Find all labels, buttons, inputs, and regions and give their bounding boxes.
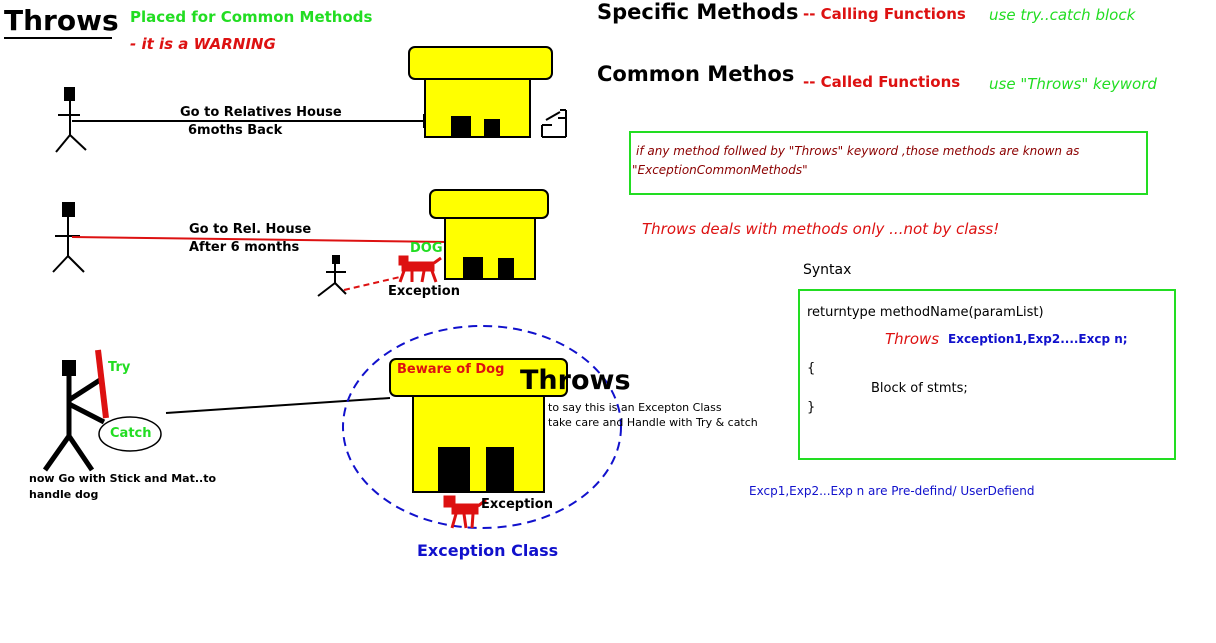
scene-3-note-line1: now Go with Stick and Mat..to (29, 472, 217, 485)
scene-3-note-line2: handle dog (29, 488, 99, 501)
house-1-door-right (484, 119, 500, 137)
common-methods-heading: Common Methos (597, 62, 795, 86)
use-try-catch-note: use try..catch block (989, 6, 1136, 24)
stick-figure-small-scene-2 (317, 255, 347, 297)
definition-box (629, 131, 1148, 195)
syntax-signature: returntype methodName(paramList) (807, 305, 1044, 320)
house-3-door-left (438, 447, 470, 492)
house-2 (429, 189, 549, 280)
connector-line-scene-3 (165, 397, 391, 414)
stick-figure-person-2 (52, 202, 85, 273)
syntax-throws-keyword: Throws (885, 330, 940, 348)
house-3-door-right (486, 447, 514, 492)
scene-1-label-line2: 6moths Back (188, 123, 283, 138)
calling-functions-label: -- Calling Functions (803, 5, 966, 23)
catch-mat (98, 416, 162, 452)
syntax-body: Block of stmts; (871, 381, 968, 396)
scene-3-exception-label: Exception (481, 497, 553, 512)
stick-weapon (95, 349, 109, 419)
definition-line1: if any method follwed by "Throws" keywor… (636, 144, 1080, 158)
called-functions-label: -- Called Functions (803, 73, 961, 91)
exception-class-boundary (342, 325, 622, 529)
throws-big-label: Throws (520, 365, 631, 396)
throws-description-line1: to say this is an Excepton Class (548, 401, 722, 414)
exceptions-footnote: Excp1,Exp2...Exp n are Pre-defind/ UserD… (749, 484, 1035, 498)
scene-2-label-line2: After 6 months (189, 240, 300, 255)
page-title: Throws (4, 4, 119, 37)
dog-icon-scene-3 (443, 495, 487, 529)
beware-sign: Beware of Dog (397, 362, 505, 377)
warning-note: - it is a WARNING (130, 35, 276, 53)
house-2-door-right (498, 258, 514, 279)
path-line-scene-2 (71, 236, 449, 243)
placed-for-note: Placed for Common Methods (130, 8, 373, 26)
try-label: Try (108, 360, 131, 375)
definition-line2: "ExceptionCommonMethods" (632, 163, 808, 177)
scene-2-exception-label: Exception (388, 284, 460, 299)
house-3 (389, 358, 568, 493)
scene-1-label-line1: Go to Relatives House (180, 105, 342, 120)
stick-figure-person-3 (42, 360, 106, 472)
throws-methods-note: Throws deals with methods only ...not by… (642, 220, 1000, 238)
throws-description-line2: take care and Handle with Try & catch (548, 416, 758, 429)
dog-label: DOG (410, 241, 443, 256)
stick-figure-person-1 (55, 87, 87, 153)
use-throws-note: use "Throws" keyword (989, 75, 1157, 93)
syntax-close-brace: } (807, 400, 816, 415)
house-1 (408, 46, 553, 138)
dog-icon-scene-2 (398, 255, 442, 283)
syntax-open-brace: { (807, 361, 816, 376)
person-at-desk-icon (541, 109, 567, 138)
exception-class-label: Exception Class (417, 541, 559, 560)
scene-2-label-line1: Go to Rel. House (189, 222, 312, 237)
syntax-heading: Syntax (803, 262, 852, 278)
specific-methods-heading: Specific Methods (597, 0, 799, 24)
syntax-exception-list: Exception1,Exp2....Excp n; (948, 332, 1128, 346)
house-1-door-left (451, 116, 471, 137)
house-2-door-left (463, 257, 483, 279)
catch-label: Catch (110, 426, 152, 441)
syntax-box (798, 289, 1176, 460)
